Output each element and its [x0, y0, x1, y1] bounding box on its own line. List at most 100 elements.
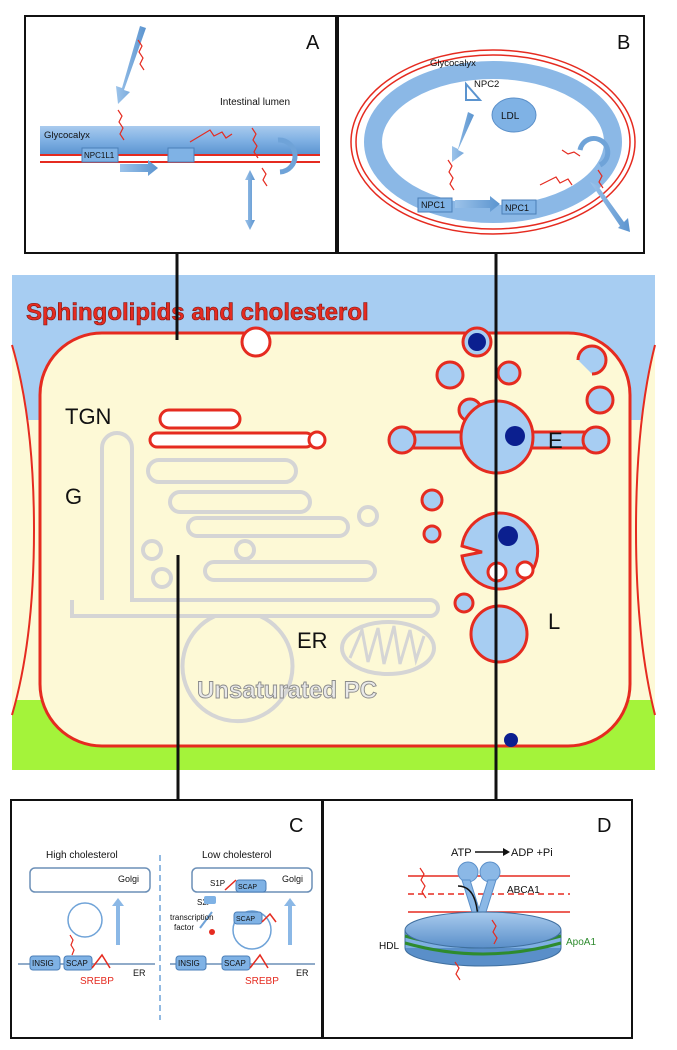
panel-c-frame — [10, 799, 323, 1039]
apical-bud-vesicle — [240, 326, 272, 358]
cholesterol-molecule — [189, 129, 233, 143]
ldl-particle — [491, 97, 537, 133]
tgn-vesicle — [307, 430, 327, 450]
golgi-cisterna-2 — [168, 490, 312, 514]
panel-c-letter: C — [289, 815, 303, 837]
scap-protein-vesicle — [233, 911, 263, 925]
srebp-label-left: SREBP — [80, 976, 114, 987]
cholesterol-molecule — [561, 149, 581, 157]
glycocalyx-label-b: Glycocalyx — [430, 58, 476, 69]
insig-protein-left — [29, 955, 61, 971]
npc1-label-right: NPC1 — [505, 203, 529, 213]
golgi-er-network — [70, 431, 440, 724]
er-to-golgi-arrow-left — [112, 898, 124, 945]
s2p-protease — [204, 896, 216, 904]
scap-protein-right — [221, 955, 251, 971]
intestinal-lumen-label: Intestinal lumen — [220, 97, 290, 108]
er-label-right: ER — [296, 968, 309, 978]
vesicle-membrane-inner — [355, 54, 631, 230]
lysosome-vesicle — [453, 592, 475, 614]
golgi-label: G — [65, 484, 82, 509]
lysosome-cargo-dot — [498, 526, 518, 546]
hdl-label: HDL — [379, 941, 399, 952]
cholesterol-molecule — [261, 167, 268, 187]
srebp-protein-vesicle — [261, 912, 277, 923]
copii-vesicle-right — [232, 910, 272, 950]
factor-label: factor — [174, 923, 194, 932]
cell-diagram: Sphingolipids and cholesterol TGN G ER E… — [11, 275, 656, 770]
srebp-protein-left — [91, 953, 111, 969]
cholesterol-molecule — [454, 961, 461, 981]
panel-d-letter: D — [597, 815, 611, 837]
lysosome-label: L — [548, 609, 560, 634]
endosome-tip — [387, 425, 417, 455]
mitochondrion — [340, 620, 436, 676]
lysosome — [469, 604, 529, 664]
er-label-left: ER — [133, 968, 146, 978]
endosome-vesicle — [496, 360, 522, 386]
left-neighbour-cell — [11, 344, 36, 716]
golgi-cisterna-3 — [186, 516, 350, 538]
internal-vesicle — [515, 560, 535, 580]
cholesterol-molecule — [539, 176, 573, 186]
npc1l1-vesicle — [167, 147, 195, 163]
unsaturated-pc-label: Unsaturated PC — [197, 677, 377, 704]
lysosome-group — [453, 511, 540, 664]
npc1-transport-arrow — [455, 196, 500, 212]
endosome-cargo-dot — [505, 426, 525, 446]
srebp-label-right: SREBP — [245, 976, 279, 987]
panel-d: D ATP ADP +Pi ABCA1 HDL ApoA1 — [322, 799, 633, 1039]
endosome-vesicle — [585, 385, 615, 415]
s1p-label: S1P — [210, 879, 225, 888]
apoa1-label: ApoA1 — [566, 937, 596, 948]
ldl-label: LDL — [501, 111, 520, 122]
golgi-cisterna-1 — [146, 458, 298, 484]
npc2-transfer-arrow — [452, 112, 474, 162]
glycocalyx-ring — [364, 61, 622, 223]
endosome-label: E — [548, 428, 563, 453]
panel-b-letter: B — [617, 32, 630, 54]
npc1-protein-right — [501, 199, 537, 215]
endosome-vesicle — [420, 488, 444, 512]
scap-label-right: SCAP — [224, 959, 246, 968]
high-cholesterol-label: High cholesterol — [46, 850, 118, 861]
cholesterol-molecule — [251, 127, 259, 159]
insig-label-right: INSIG — [178, 959, 200, 968]
low-cholesterol-label: Low cholesterol — [202, 850, 271, 861]
golgi-compartment-left — [29, 867, 151, 893]
cholesterol-entry-arrow — [116, 26, 146, 104]
golgi-label-right: Golgi — [282, 874, 303, 884]
scap-label-golgi: SCAP — [238, 884, 257, 891]
flip-arrow-a — [277, 137, 298, 175]
apical-cargo-dot — [468, 333, 486, 351]
srebp-protein-golgi — [224, 879, 237, 891]
golgi-cisterna-4 — [203, 560, 377, 582]
hdl-disc-top — [404, 911, 562, 949]
scap-protein-golgi — [235, 879, 267, 893]
connector-lines — [175, 253, 498, 800]
er-to-golgi-arrow-right — [284, 898, 296, 945]
cholesterol-molecule — [597, 169, 604, 189]
cholesterol-molecule — [117, 109, 125, 141]
panel-a-letter: A — [306, 32, 320, 54]
cholesterol-molecule — [447, 159, 455, 191]
tgn-cisterna-bottom — [148, 431, 315, 449]
npc1l1-label: NPC1L1 — [84, 151, 115, 160]
mitochondrion-cristae — [348, 624, 426, 666]
abca1-nbd-right — [479, 861, 501, 883]
insig-protein-right — [175, 955, 207, 971]
panel-a: A Intestinal lumen Glycocalyx NPC1L1 — [24, 15, 337, 254]
scap-label-left: SCAP — [66, 959, 88, 968]
scap-protein-left — [63, 955, 93, 971]
glycocalyx-label-a: Glycocalyx — [44, 130, 90, 141]
scap-label-vesicle: SCAP — [236, 916, 255, 923]
release-arrow — [199, 911, 213, 929]
adp-pi-label: ADP +Pi — [511, 847, 553, 859]
cholesterol-molecules-a — [117, 39, 268, 187]
tgn-cisterna-top — [158, 408, 242, 430]
panel-b: B Glycocalyx NPC2 LDL NPC1 NPC1 — [337, 15, 645, 254]
npc1-protein-left — [417, 197, 453, 213]
er-tubule — [70, 431, 440, 618]
cholesterol-molecule — [69, 934, 75, 956]
